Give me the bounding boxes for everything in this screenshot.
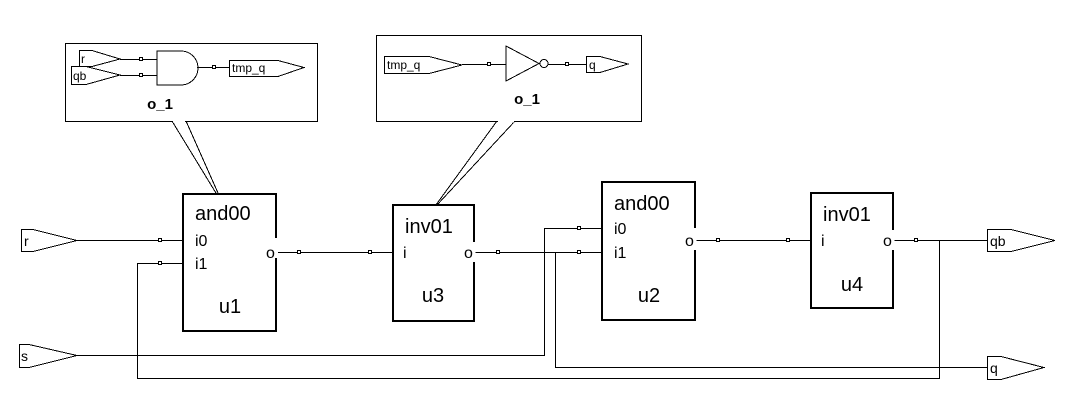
callout-pointer xyxy=(171,120,220,199)
callout-port-tmp_q: tmp_q xyxy=(384,56,463,74)
svg-text:tmp_q: tmp_q xyxy=(387,58,420,72)
svg-text:o: o xyxy=(464,245,473,262)
callout-label: o_1 xyxy=(147,96,173,113)
callout-port-r: r xyxy=(79,50,122,67)
callout-u3: tmp_q q o_1 xyxy=(376,35,642,210)
instance-body xyxy=(810,192,894,309)
svg-text:o: o xyxy=(883,233,892,250)
callout-label: o_1 xyxy=(514,91,540,108)
svg-text:s: s xyxy=(21,348,28,364)
svg-text:i1: i1 xyxy=(195,256,208,273)
instance-body xyxy=(601,181,696,321)
instance-body xyxy=(182,193,277,332)
svg-text:qb: qb xyxy=(990,233,1006,249)
svg-text:i0: i0 xyxy=(614,221,627,238)
callout-pointer xyxy=(432,120,498,210)
svg-text:and00: and00 xyxy=(195,203,251,225)
svg-text:i0: i0 xyxy=(195,233,208,250)
svg-text:i: i xyxy=(403,245,407,262)
input-port-s[interactable]: s xyxy=(19,344,78,368)
instance-u4[interactable]: inv01 i o u4 xyxy=(810,192,895,309)
svg-text:tmp_q: tmp_q xyxy=(232,61,265,75)
svg-text:qb: qb xyxy=(73,69,87,83)
callout-u1: r qb tmp_q o_1 xyxy=(65,43,318,203)
callout-pointer xyxy=(185,120,223,203)
callout-pointer xyxy=(436,120,516,206)
net-s xyxy=(77,228,601,356)
svg-text:q: q xyxy=(589,58,596,72)
svg-text:o: o xyxy=(266,245,275,262)
net-q xyxy=(555,252,987,368)
nets xyxy=(77,226,987,379)
instance-u3[interactable]: inv01 i o u3 xyxy=(392,204,476,322)
output-port-q[interactable]: q xyxy=(987,356,1046,380)
svg-text:inv01: inv01 xyxy=(823,204,871,226)
instance-u2[interactable]: and00 i0 i1 o u2 xyxy=(601,181,697,321)
svg-text:i1: i1 xyxy=(614,245,627,262)
svg-text:u2: u2 xyxy=(638,285,660,307)
instance-u1[interactable]: and00 i0 i1 o u1 xyxy=(182,193,278,332)
callout-port-tmp_q: tmp_q xyxy=(229,60,306,77)
svg-text:o: o xyxy=(685,233,694,250)
instance-body xyxy=(392,204,475,322)
net-qb-feedback xyxy=(137,240,940,379)
input-port-r[interactable]: r xyxy=(21,229,78,252)
svg-text:q: q xyxy=(990,360,998,376)
svg-text:r: r xyxy=(81,52,85,66)
callout-port-q: q xyxy=(586,56,630,73)
svg-text:u3: u3 xyxy=(422,285,444,307)
svg-text:u4: u4 xyxy=(841,274,863,296)
inversion-bubble-icon xyxy=(539,59,549,68)
callout-port-qb: qb xyxy=(71,66,122,85)
svg-text:u1: u1 xyxy=(219,296,241,318)
svg-text:and00: and00 xyxy=(614,193,670,215)
svg-text:r: r xyxy=(24,233,29,249)
inverter-gate-icon xyxy=(505,45,541,82)
callout-frame xyxy=(65,43,318,122)
svg-text:inv01: inv01 xyxy=(405,216,453,238)
svg-text:i: i xyxy=(821,233,825,250)
output-port-qb[interactable]: qb xyxy=(987,229,1056,252)
callout-frame xyxy=(376,35,642,122)
and-gate-icon xyxy=(156,50,199,86)
